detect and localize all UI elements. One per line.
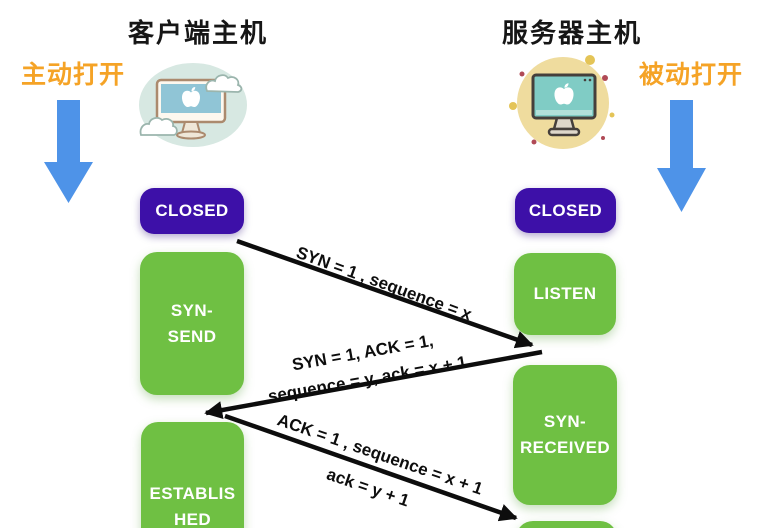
server-state-syn-received: SYN- RECEIVED [513,365,617,505]
cloud-icon [139,117,178,136]
passive-open-label: 被动打开 [639,61,744,89]
apple-logo-icon [554,83,574,105]
state-label: SYN- [170,300,214,320]
client-host-title: 客户端主机 [128,18,269,48]
decorative-dots [509,55,615,145]
state-label: LISTEN [533,284,597,303]
syn-ack-message-label: SYN = 1, ACK = 1, sequence = y, ack = x … [232,317,497,415]
passive-open-down-arrow-icon [657,100,706,212]
client-state-closed: CLOSED [140,188,244,234]
active-open-down-arrow-icon [44,100,93,203]
state-label: SEND [167,326,217,346]
server-state-established-partial [516,521,617,528]
server-state-listen: LISTEN [514,253,616,335]
state-label: ESTABLIS [149,484,236,503]
server-state-closed: CLOSED [515,188,616,233]
state-label: HED [173,510,212,528]
client-host-icon [139,63,247,147]
state-label: RECEIVED [519,438,611,457]
active-open-label: 主动打开 [21,61,126,89]
server-host-icon [509,55,615,149]
state-label: CLOSED [155,201,229,220]
client-state-syn-send: SYN- SEND [140,252,244,395]
cloud-icon [205,74,243,93]
message-text: SYN = 1 , sequence = x [293,242,475,325]
state-label: CLOSED [528,200,603,220]
apple-logo-icon [181,86,201,107]
client-state-established: ESTABLIS HED [141,422,244,528]
state-label: SYN- [543,412,587,431]
server-host-title: 服务器主机 [502,18,643,48]
